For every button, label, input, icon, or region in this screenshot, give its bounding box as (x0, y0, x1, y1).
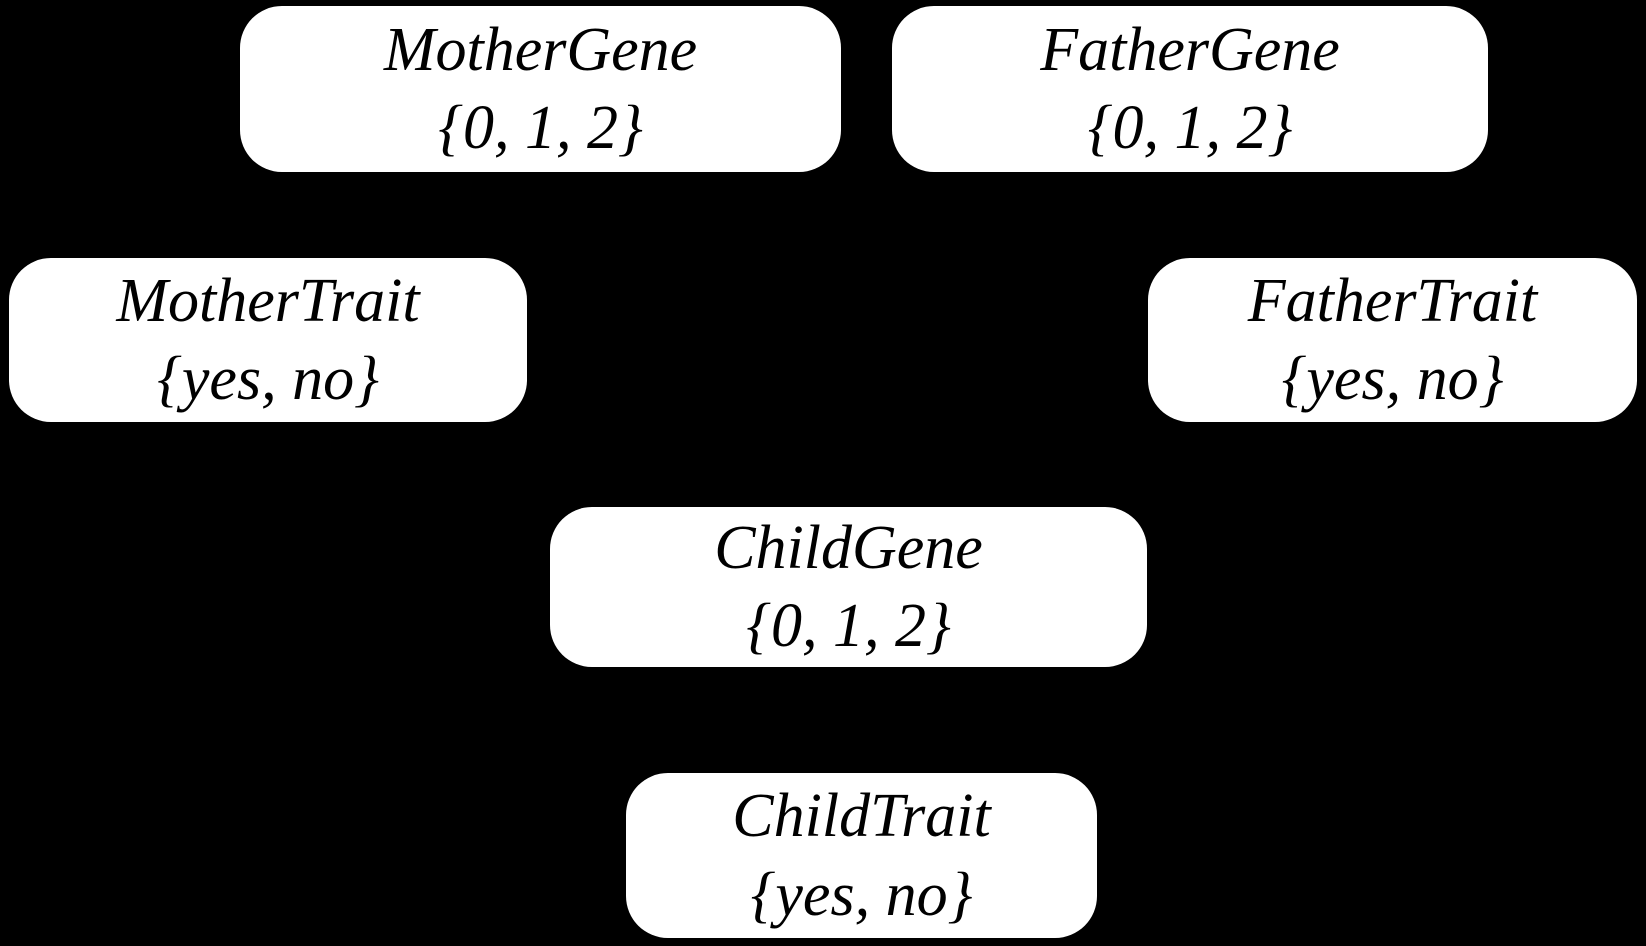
node-child-trait: ChildTrait {yes, no} (626, 773, 1097, 938)
node-title: FatherGene (1040, 15, 1340, 84)
node-title: MotherTrait (116, 266, 420, 335)
node-domain-values: {yes, no} (157, 345, 379, 413)
node-domain-values: {yes, no} (750, 860, 973, 929)
node-mother-gene: MotherGene {0, 1, 2} (240, 6, 841, 172)
node-father-trait: FatherTrait {yes, no} (1148, 258, 1637, 422)
node-title: ChildTrait (732, 782, 991, 851)
node-domain-values: {0, 1, 2} (1087, 94, 1293, 162)
node-child-gene: ChildGene {0, 1, 2} (550, 507, 1147, 667)
node-title: FatherTrait (1247, 266, 1538, 335)
node-domain-values: {0, 1, 2} (746, 592, 951, 660)
node-domain-values: {0, 1, 2} (438, 94, 643, 162)
node-father-gene: FatherGene {0, 1, 2} (892, 6, 1488, 172)
node-title: MotherGene (383, 15, 698, 84)
node-mother-trait: MotherTrait {yes, no} (9, 258, 527, 422)
node-title: ChildGene (714, 513, 983, 582)
node-domain-values: {yes, no} (1281, 345, 1504, 413)
